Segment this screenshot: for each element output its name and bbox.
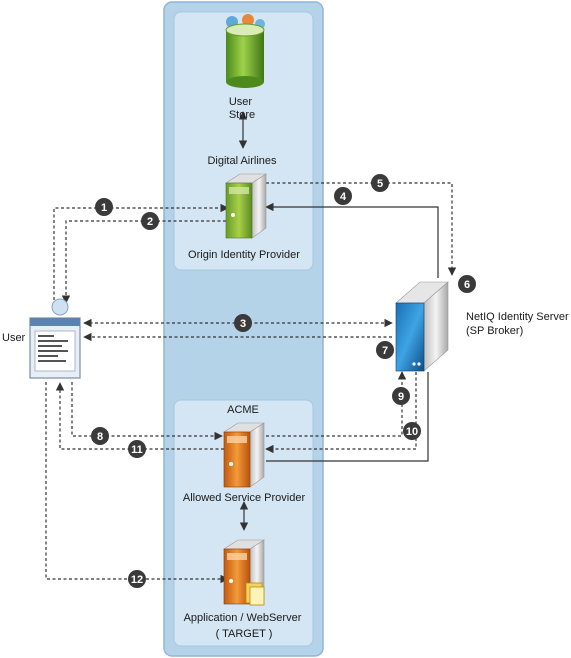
step-1-badge [95,198,113,216]
flow-10-line [266,372,429,462]
step-7-label: 7 [382,345,388,357]
step-10-badge [403,422,421,440]
application-label: Application / WebServer ( TARGET ) [184,612,305,640]
step-5-label: 5 [377,178,383,190]
netiq-label: NetIQ Identity Server (SP Broker) [466,311,571,337]
step-12-label: 12 [131,574,143,586]
step-3-badge [234,314,252,332]
step-8-label: 8 [97,431,103,443]
step-8-badge [91,427,109,445]
digital-airlines-label: Digital Airlines [207,155,277,167]
step-5-badge [371,174,389,192]
step-11-label: 11 [131,444,143,456]
flow-4-line [265,202,439,278]
flow-5-line [266,182,457,276]
step-11-badge [128,440,146,458]
allowed-sp-label: Allowed Service Provider [183,492,306,504]
origin-idp-label: Origin Identity Provider [188,249,300,261]
step-7-badge [376,341,394,359]
user-browser-icon [29,298,81,379]
step-9-label: 9 [398,391,404,403]
flow-8-line [71,382,223,441]
step-4-label: 4 [340,191,347,203]
acme-label: ACME [227,404,259,416]
step-9-badge [392,387,410,405]
step-3-label: 3 [240,318,246,330]
netiq-server-icon [395,281,449,372]
step-12-badge [128,570,146,588]
user-store-label: User Store [229,96,255,121]
step-6-badge [458,275,476,293]
flow-10-dashed-line [265,372,417,454]
step-4-badge [334,187,352,205]
database-icon [225,14,265,88]
flow-2-line [61,220,226,304]
step-2-label: 2 [147,216,153,228]
step-2-badge [141,212,159,230]
origin-idp-server-icon [224,173,268,239]
application-server-icon [222,539,266,606]
step-10-label: 10 [406,426,418,438]
step-6-label: 6 [464,279,470,291]
allowed-sp-server-icon [222,422,266,488]
user-label: User [2,332,26,344]
step-1-label: 1 [101,202,107,214]
